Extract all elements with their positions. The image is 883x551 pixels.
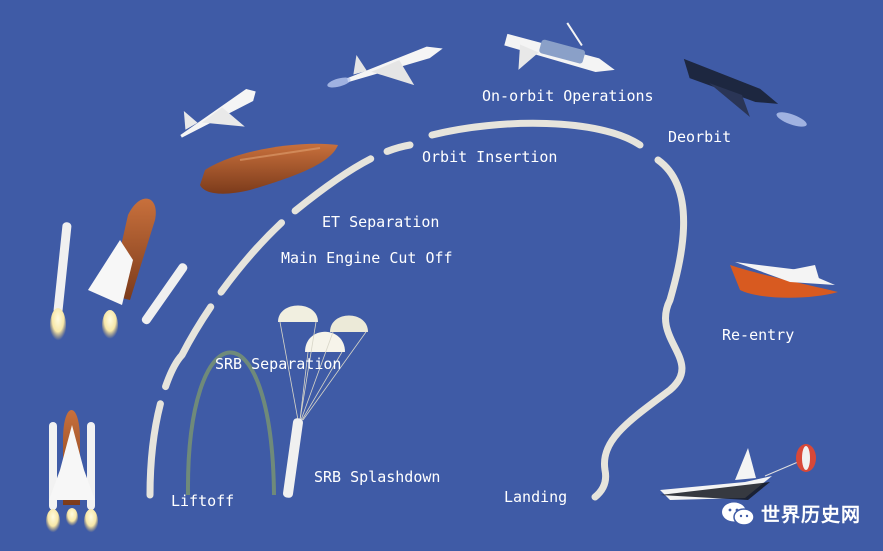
orbiter-deorbit-icon: [683, 58, 807, 127]
orbiter-payload-bay-icon: [504, 22, 615, 72]
external-tank-icon: [200, 143, 338, 194]
label-landing: Landing: [504, 488, 567, 506]
wechat-icon: [721, 502, 755, 526]
label-srb-separation: SRB Separation: [215, 355, 341, 373]
orbit-path: [428, 119, 644, 149]
label-on-orbit-operations: On-orbit Operations: [482, 87, 654, 105]
watermark-text: 世界历史网: [760, 504, 861, 526]
ascending-stack-icon: [50, 198, 188, 344]
watermark: 世界历史网: [721, 500, 861, 527]
label-srb-splashdown: SRB Splashdown: [314, 468, 440, 486]
orbiter-reentry-icon: [730, 262, 838, 298]
srb-arc-path: [185, 350, 276, 496]
label-et-separation: ET Separation: [322, 213, 439, 231]
descent-path: [591, 156, 688, 501]
orbiter-landing-icon: [660, 444, 816, 500]
label-deorbit: Deorbit: [668, 128, 731, 146]
shuttle-on-pad-icon: [46, 410, 98, 535]
label-re-entry: Re-entry: [722, 326, 794, 344]
orbiter-ascent-icon: [180, 88, 256, 138]
orbiter-insertion-icon: [327, 46, 443, 88]
parachutes-icon: [278, 305, 368, 498]
label-liftoff: Liftoff: [171, 492, 234, 510]
label-main-engine-cut-off: Main Engine Cut Off: [281, 249, 453, 267]
label-orbit-insertion: Orbit Insertion: [422, 148, 557, 166]
ascent-path: [146, 141, 414, 499]
